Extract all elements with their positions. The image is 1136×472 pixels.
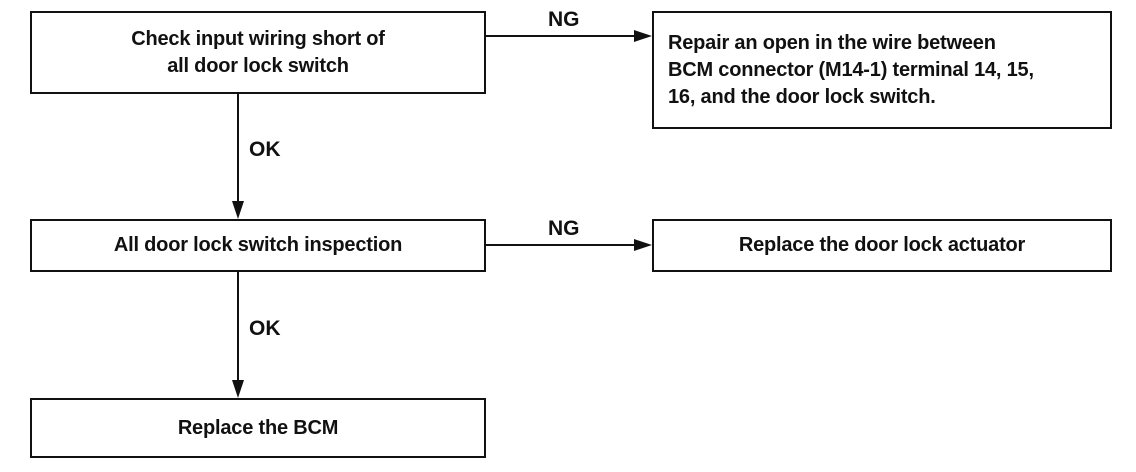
step-door-lock-switch-inspection-text: All door lock switch inspection <box>113 234 403 256</box>
step-replace-bcm-text: Replace the BCM <box>177 416 339 439</box>
step-check-input-wiring-line2: all door lock switch <box>167 54 349 77</box>
label-ok-top: OK <box>249 138 281 161</box>
step-door-lock-switch-inspection: All door lock switch inspection <box>30 219 486 272</box>
result-replace-door-lock-actuator-text: Replace the door lock actuator <box>738 234 1026 256</box>
arrowhead-ok-top <box>232 201 244 219</box>
result-repair-open-wire-line2: BCM connector (M14-1) terminal 14, 15, <box>668 58 1034 81</box>
result-repair-open-wire-line1: Repair an open in the wire between <box>668 31 996 54</box>
step-replace-bcm: Replace the BCM <box>30 398 486 458</box>
label-ok-bottom: OK <box>249 317 281 340</box>
step-check-input-wiring-line1: Check input wiring short of <box>131 27 385 50</box>
arrowhead-ng-middle <box>634 239 652 251</box>
step-check-input-wiring: Check input wiring short of all door loc… <box>30 11 486 94</box>
arrowhead-ok-bottom <box>232 380 244 398</box>
label-ng-middle: NG <box>548 217 580 240</box>
result-repair-open-wire-line3: 16, and the door lock switch. <box>668 85 936 108</box>
result-replace-door-lock-actuator: Replace the door lock actuator <box>652 219 1112 272</box>
arrowhead-ng-top <box>634 30 652 42</box>
label-ng-top: NG <box>548 8 580 31</box>
result-repair-open-wire: Repair an open in the wire between BCM c… <box>652 11 1112 129</box>
